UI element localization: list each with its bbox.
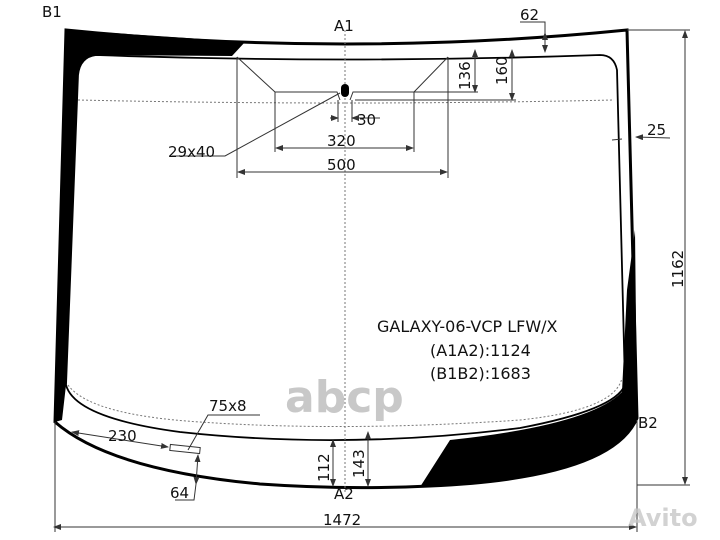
abcp-watermark: abcp <box>285 372 404 423</box>
dim-230-label: 230 <box>108 427 137 445</box>
vin-window <box>169 443 201 455</box>
point-a2-label: A2 <box>334 485 354 503</box>
frit-bottom-right <box>420 230 637 487</box>
dim-1472-label: 1472 <box>323 511 361 529</box>
leader-29x40 <box>172 92 341 157</box>
dim-30-label: 30 <box>357 111 376 129</box>
dim-320-label: 320 <box>327 132 356 150</box>
dim-500-label: 500 <box>327 156 356 174</box>
dim-136-label: 136 <box>456 61 474 90</box>
dim-1162-label: 1162 <box>669 250 687 288</box>
a1a2-length: (A1A2):1124 <box>430 341 531 360</box>
extension-lines <box>54 29 690 532</box>
dim-75x8-label: 75x8 <box>209 397 247 415</box>
avito-watermark: Avito <box>628 504 698 532</box>
dim-64-line <box>193 454 201 485</box>
dim-143-label: 143 <box>350 449 368 478</box>
dim-230-line <box>71 430 169 449</box>
point-a1-label: A1 <box>334 17 354 35</box>
point-b2-label: B2 <box>638 414 658 432</box>
dim-62-label: 62 <box>520 6 539 24</box>
dim-64-leader <box>175 483 197 501</box>
b1b2-length: (B1B2):1683 <box>430 364 531 383</box>
frit-top-left <box>55 30 245 422</box>
dim-62-underline <box>520 21 546 33</box>
point-b1-label: B1 <box>42 3 62 21</box>
dim-64-label: 64 <box>170 484 189 502</box>
dim-29x40-label: 29x40 <box>168 143 215 161</box>
dim-25-label: 25 <box>647 121 666 139</box>
dim-112-label: 112 <box>315 453 333 482</box>
sensor-area-outline <box>236 56 449 101</box>
model-code: GALAXY-06-VCP LFW/X <box>377 317 558 336</box>
sensor-cutout <box>341 84 349 97</box>
leader-75x8 <box>187 414 260 451</box>
dim-25-line <box>611 137 671 140</box>
dim-160-label: 160 <box>493 56 511 85</box>
bottom-vision-line <box>67 377 623 428</box>
top-vision-line <box>77 99 615 104</box>
